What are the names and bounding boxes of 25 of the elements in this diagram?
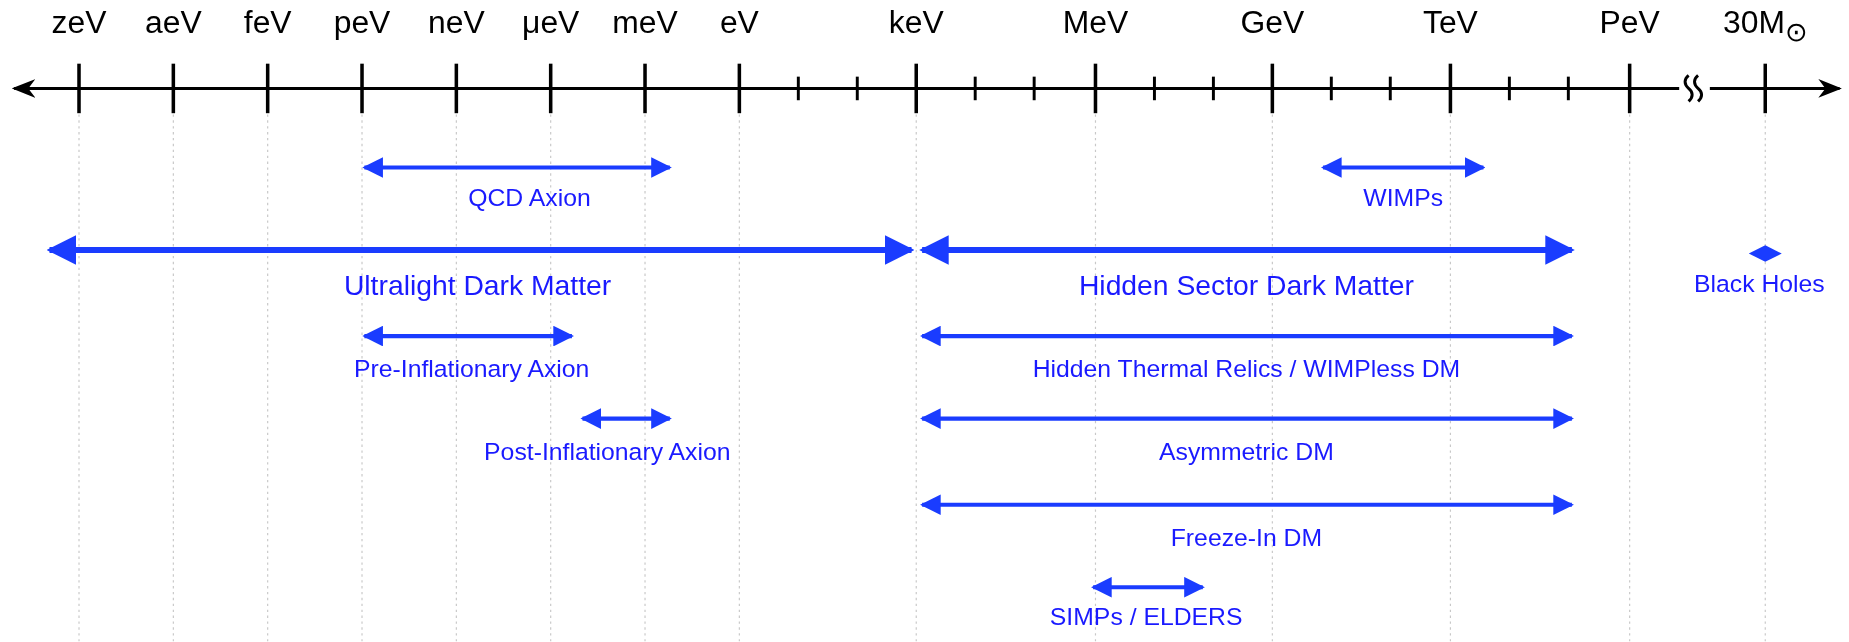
range-label: SIMPs / ELDERS <box>1049 603 1243 629</box>
range-label: Post-Inflationary Axion <box>484 438 731 464</box>
tick-label: MeV <box>1062 7 1129 39</box>
tick-label: GeV <box>1240 7 1305 39</box>
range-label: WIMPs <box>1363 185 1444 210</box>
tick-label: feV <box>243 7 292 39</box>
range-label: Asymmetric DM <box>1159 438 1334 464</box>
tick-label: peV <box>333 7 391 39</box>
range-label: QCD Axion <box>468 185 591 210</box>
tick-label: 30M$_{⊙}$ <box>1723 7 1808 46</box>
range-label: Hidden Sector Dark Matter <box>1078 271 1414 300</box>
tick-label: meV <box>612 7 678 39</box>
range-label: Pre-Inflationary Axion <box>354 356 590 381</box>
range-label: Freeze-In DM <box>1170 524 1323 550</box>
tick-label: keV <box>888 7 944 39</box>
tick-label: PeV <box>1599 7 1660 39</box>
range-label: Ultralight Dark Matter <box>343 271 612 300</box>
tick-label: TeV <box>1423 7 1478 39</box>
tick-label: zeV <box>51 7 107 39</box>
tick-label: neV <box>428 7 485 39</box>
tick-label: aeV <box>145 7 202 39</box>
range-label: Hidden Thermal Relics / WIMPless DM <box>1032 356 1461 381</box>
tick-label: μeV <box>522 7 580 39</box>
tick-label: eV <box>719 7 759 39</box>
range-label: Black Holes <box>1694 271 1825 296</box>
